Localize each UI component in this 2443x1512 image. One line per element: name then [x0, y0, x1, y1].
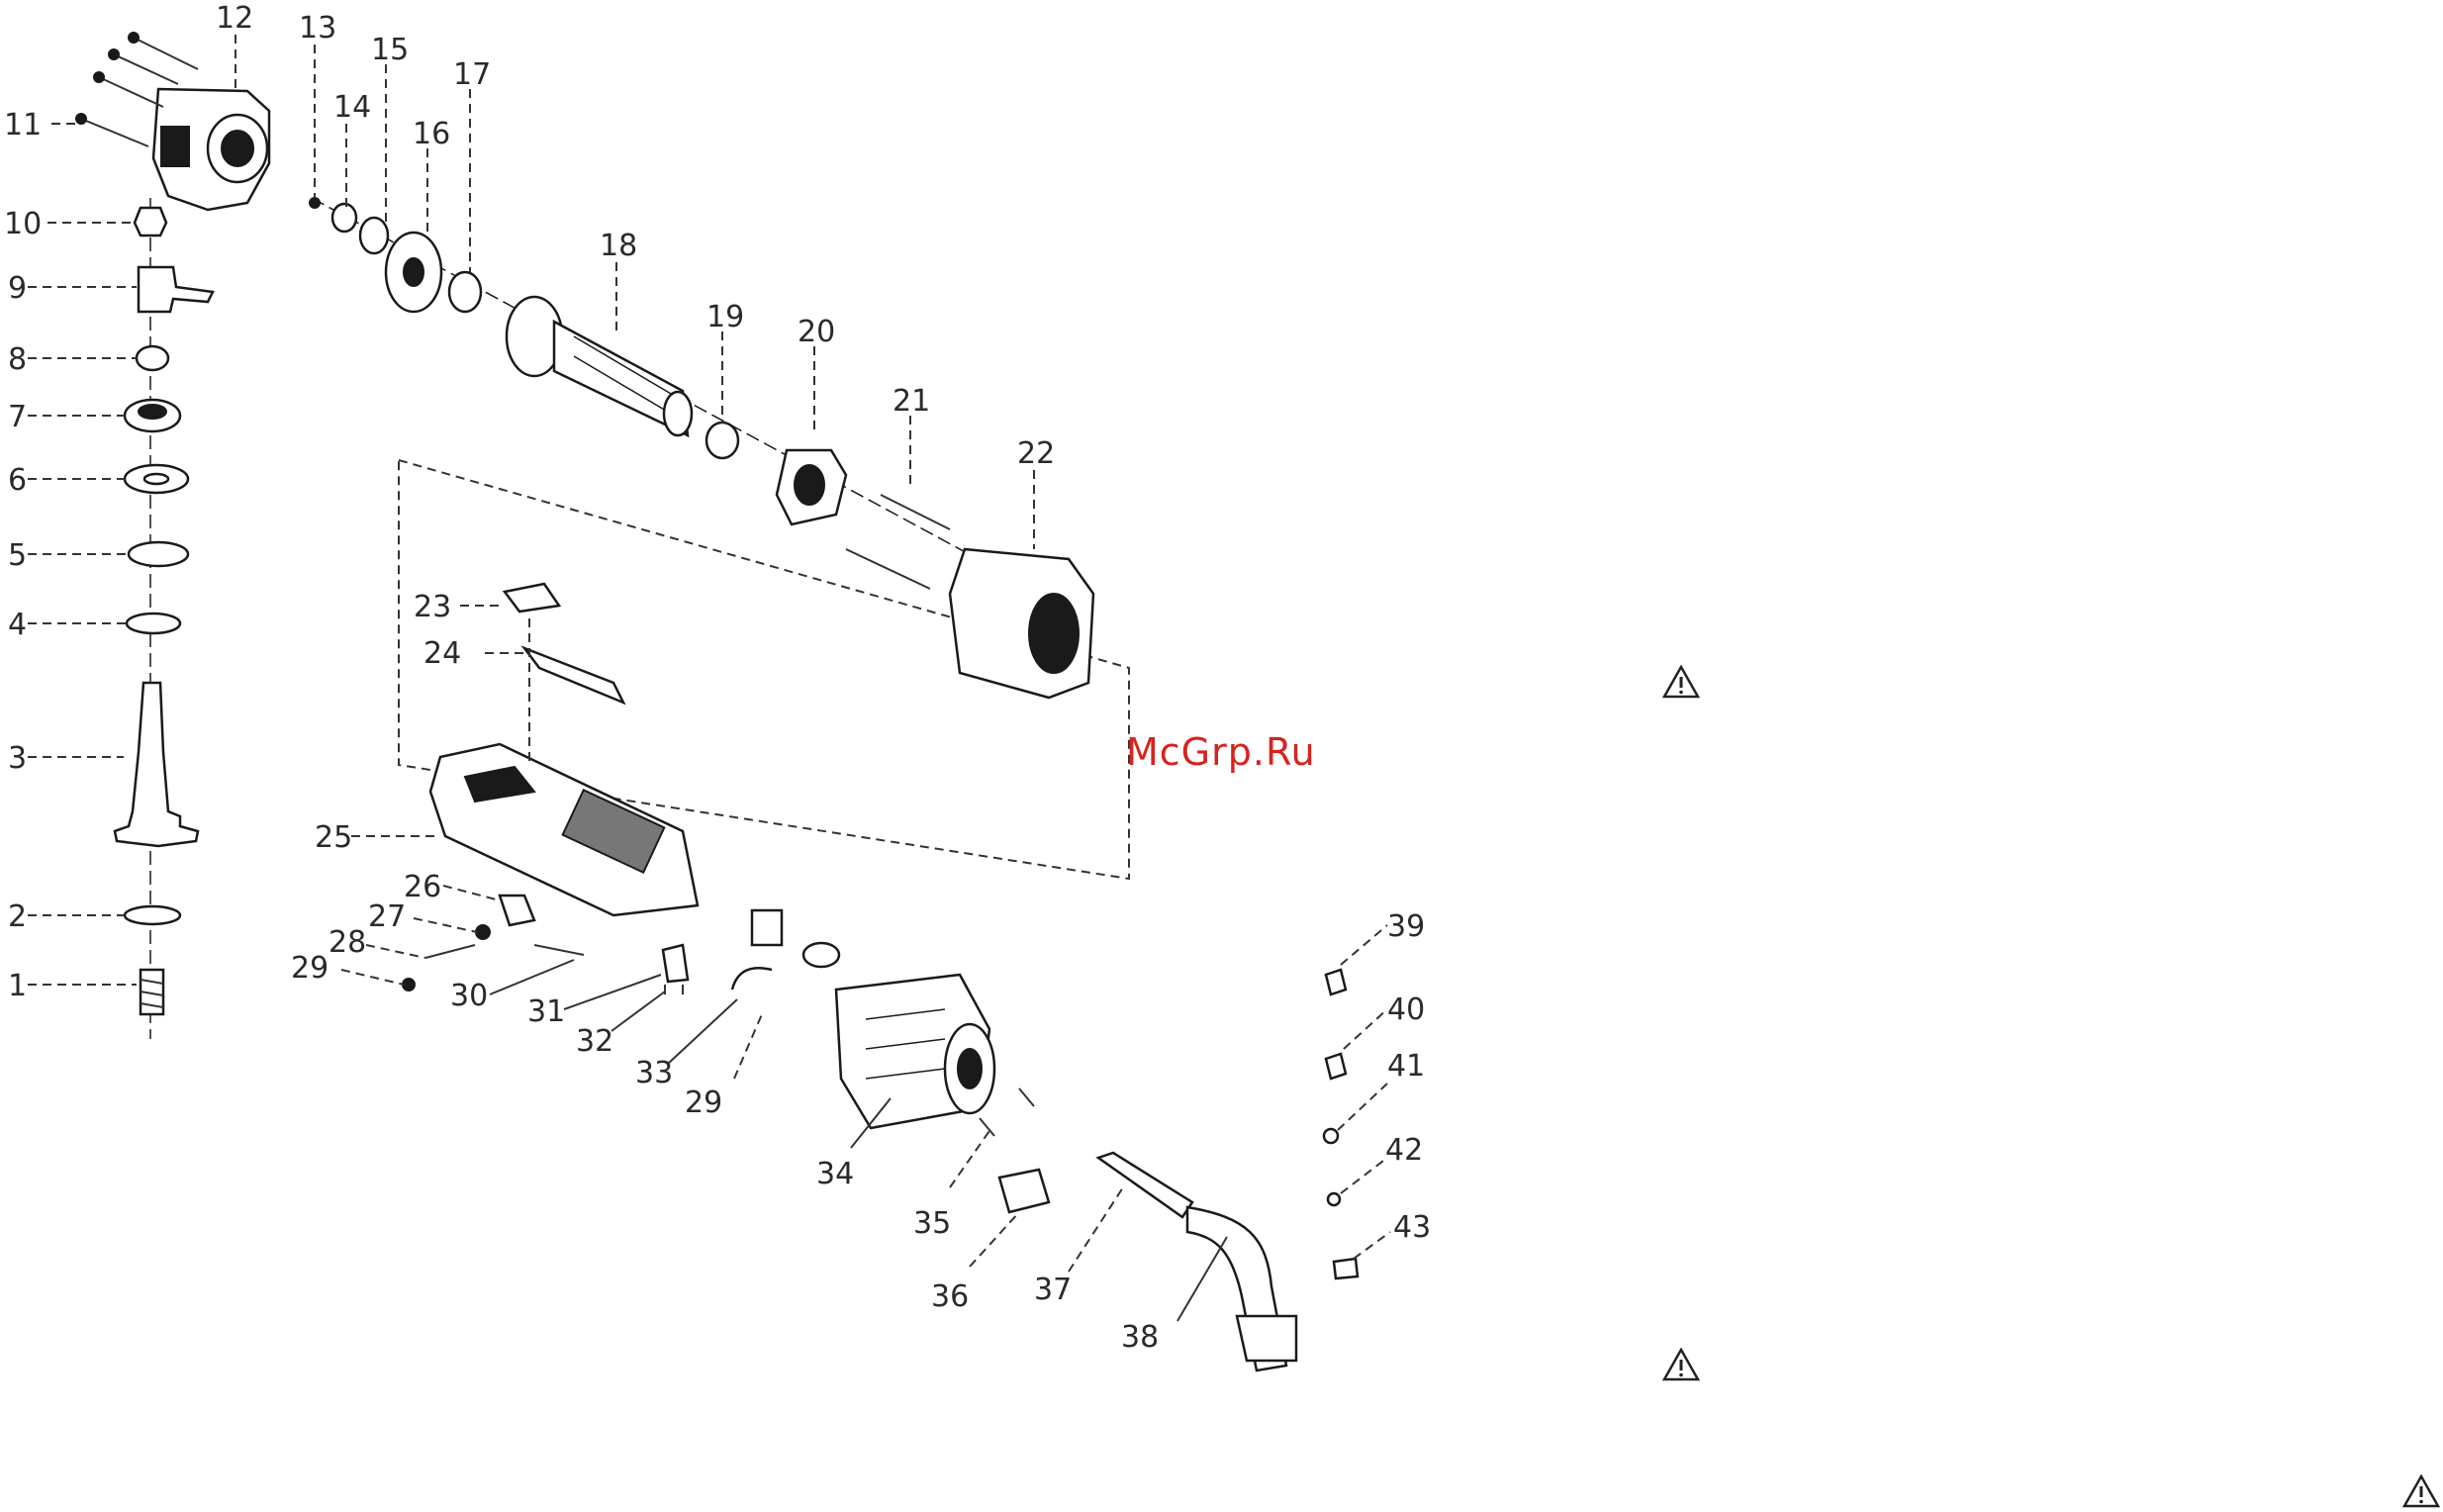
spindle-assembly-drawing	[76, 33, 269, 1039]
rear-assembly-drawing	[403, 896, 1296, 1370]
part-label-38: 38	[1121, 1320, 1159, 1355]
part-label-22: 22	[1017, 436, 1055, 471]
part-label-24: 24	[423, 636, 461, 671]
part-label-8: 8	[8, 342, 27, 377]
part-label-15: 15	[371, 33, 409, 67]
part-label-20: 20	[798, 315, 835, 349]
part-label-12: 12	[216, 1, 253, 36]
part-label-18: 18	[600, 229, 637, 263]
part-label-43: 43	[1393, 1210, 1431, 1245]
part-label-33: 33	[635, 1056, 673, 1090]
part-label-13: 13	[299, 11, 336, 46]
part-label-17: 17	[453, 57, 491, 92]
part-label-1: 1	[8, 969, 27, 1003]
part-label-2: 2	[8, 899, 27, 934]
part-label-19: 19	[706, 300, 744, 334]
part-label-3: 3	[8, 741, 27, 776]
leader-lines	[28, 35, 1390, 1321]
brush-parts-drawing	[1324, 970, 1358, 1278]
part-label-31: 31	[527, 994, 565, 1029]
warning-triangle-icon	[1662, 665, 1700, 699]
part-label-29b: 29	[685, 1086, 722, 1120]
warning-triangle-icon	[1662, 1348, 1700, 1381]
part-label-35: 35	[913, 1206, 951, 1241]
motor-housing-drawing	[430, 584, 698, 915]
part-label-23: 23	[414, 590, 451, 624]
part-label-30: 30	[450, 979, 488, 1013]
part-label-25: 25	[315, 820, 352, 855]
part-label-9: 9	[8, 271, 27, 306]
warning-triangle-icon	[2402, 1474, 2440, 1508]
part-label-7: 7	[8, 400, 27, 434]
part-label-39: 39	[1387, 909, 1425, 944]
part-label-34: 34	[816, 1157, 854, 1191]
part-label-10: 10	[4, 207, 42, 241]
part-label-42: 42	[1385, 1133, 1423, 1168]
part-label-27: 27	[368, 899, 406, 934]
part-label-41: 41	[1387, 1049, 1425, 1084]
part-label-5: 5	[8, 538, 27, 573]
part-label-37: 37	[1034, 1273, 1072, 1307]
part-label-4: 4	[8, 608, 27, 642]
part-label-11: 11	[4, 108, 42, 142]
watermark-text: McGrp.Ru	[1126, 730, 1316, 774]
part-label-14: 14	[333, 90, 371, 125]
part-label-36: 36	[931, 1279, 969, 1314]
part-label-40: 40	[1387, 992, 1425, 1027]
part-label-21: 21	[893, 384, 930, 419]
part-label-28: 28	[329, 925, 366, 960]
part-label-26: 26	[404, 870, 441, 904]
part-label-6: 6	[8, 463, 27, 498]
part-label-32: 32	[576, 1024, 613, 1059]
part-label-16: 16	[413, 117, 450, 151]
part-label-29a: 29	[291, 951, 329, 986]
